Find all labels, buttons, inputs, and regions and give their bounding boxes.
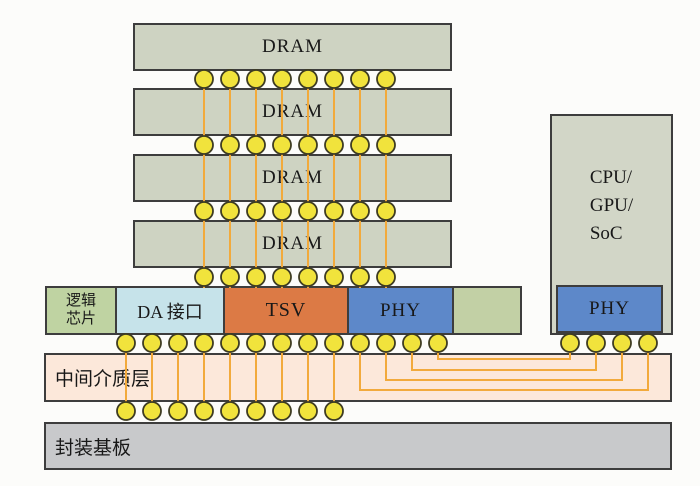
microbump <box>324 69 344 89</box>
interposer-block: 中间介质层 <box>44 353 672 402</box>
microbump <box>376 135 396 155</box>
microbump <box>220 201 240 221</box>
microbump <box>324 201 344 221</box>
microbump <box>350 333 370 353</box>
microbump <box>168 401 188 421</box>
microbump <box>142 333 162 353</box>
microbump <box>298 135 318 155</box>
dram-block-3: DRAM <box>133 154 452 202</box>
microbump <box>220 69 240 89</box>
microbump <box>324 401 344 421</box>
microbump <box>298 69 318 89</box>
dram-label: DRAM <box>261 167 323 188</box>
microbump <box>194 333 214 353</box>
microbump <box>350 201 370 221</box>
microbump <box>246 135 266 155</box>
microbump <box>402 333 422 353</box>
microbump <box>376 333 396 353</box>
soc-phy-label: PHY <box>588 298 630 319</box>
logic-chip-label: 逻辑 芯片 <box>65 293 96 327</box>
substrate-label: 封装基板 <box>55 437 132 459</box>
microbump <box>246 401 266 421</box>
microbump <box>246 267 266 287</box>
dram-block-4: DRAM <box>133 220 452 268</box>
microbump <box>220 135 240 155</box>
microbump <box>324 267 344 287</box>
microbump <box>638 333 658 353</box>
da-interface-label: DA 接口 <box>137 301 203 322</box>
phy-label: PHY <box>379 299 421 321</box>
microbump <box>194 135 214 155</box>
microbump <box>220 267 240 287</box>
microbump <box>272 69 292 89</box>
microbump <box>298 401 318 421</box>
microbump <box>350 267 370 287</box>
microbump <box>194 401 214 421</box>
phy-block: PHY <box>347 286 454 335</box>
logic-die-spacer-block <box>452 286 522 335</box>
microbump <box>246 201 266 221</box>
microbump <box>298 201 318 221</box>
tsv-label: TSV <box>265 299 307 321</box>
microbump <box>350 69 370 89</box>
microbump <box>586 333 606 353</box>
substrate-block: 封装基板 <box>44 422 672 470</box>
microbump <box>272 333 292 353</box>
microbump <box>194 69 214 89</box>
microbump <box>376 267 396 287</box>
microbump <box>142 401 162 421</box>
microbump <box>246 333 266 353</box>
soc-phy-block: PHY <box>556 285 663 333</box>
microbump <box>376 201 396 221</box>
microbump <box>246 69 266 89</box>
microbump <box>324 135 344 155</box>
microbump <box>612 333 632 353</box>
tsv-block: TSV <box>223 286 349 335</box>
soc-label: CPU/ GPU/ SoC <box>589 167 634 244</box>
microbump <box>194 201 214 221</box>
microbump <box>220 333 240 353</box>
microbump <box>272 135 292 155</box>
microbump <box>298 267 318 287</box>
microbump <box>272 401 292 421</box>
microbump <box>560 333 580 353</box>
microbump <box>272 267 292 287</box>
microbump <box>376 69 396 89</box>
dram-label: DRAM <box>261 101 323 122</box>
microbump <box>168 333 188 353</box>
dram-block-2: DRAM <box>133 88 452 136</box>
microbump <box>272 201 292 221</box>
microbump <box>220 401 240 421</box>
da-interface-block: DA 接口 <box>115 286 225 335</box>
interposer-label: 中间介质层 <box>55 369 151 390</box>
microbump <box>116 333 136 353</box>
microbump <box>116 401 136 421</box>
microbump <box>194 267 214 287</box>
microbump <box>350 135 370 155</box>
microbump <box>428 333 448 353</box>
dram-label: DRAM <box>261 233 323 254</box>
logic-chip-block: 逻辑 芯片 <box>45 286 117 335</box>
dram-label: DRAM <box>261 36 323 57</box>
microbump <box>298 333 318 353</box>
microbump <box>324 333 344 353</box>
dram-block-1: DRAM <box>133 23 452 71</box>
